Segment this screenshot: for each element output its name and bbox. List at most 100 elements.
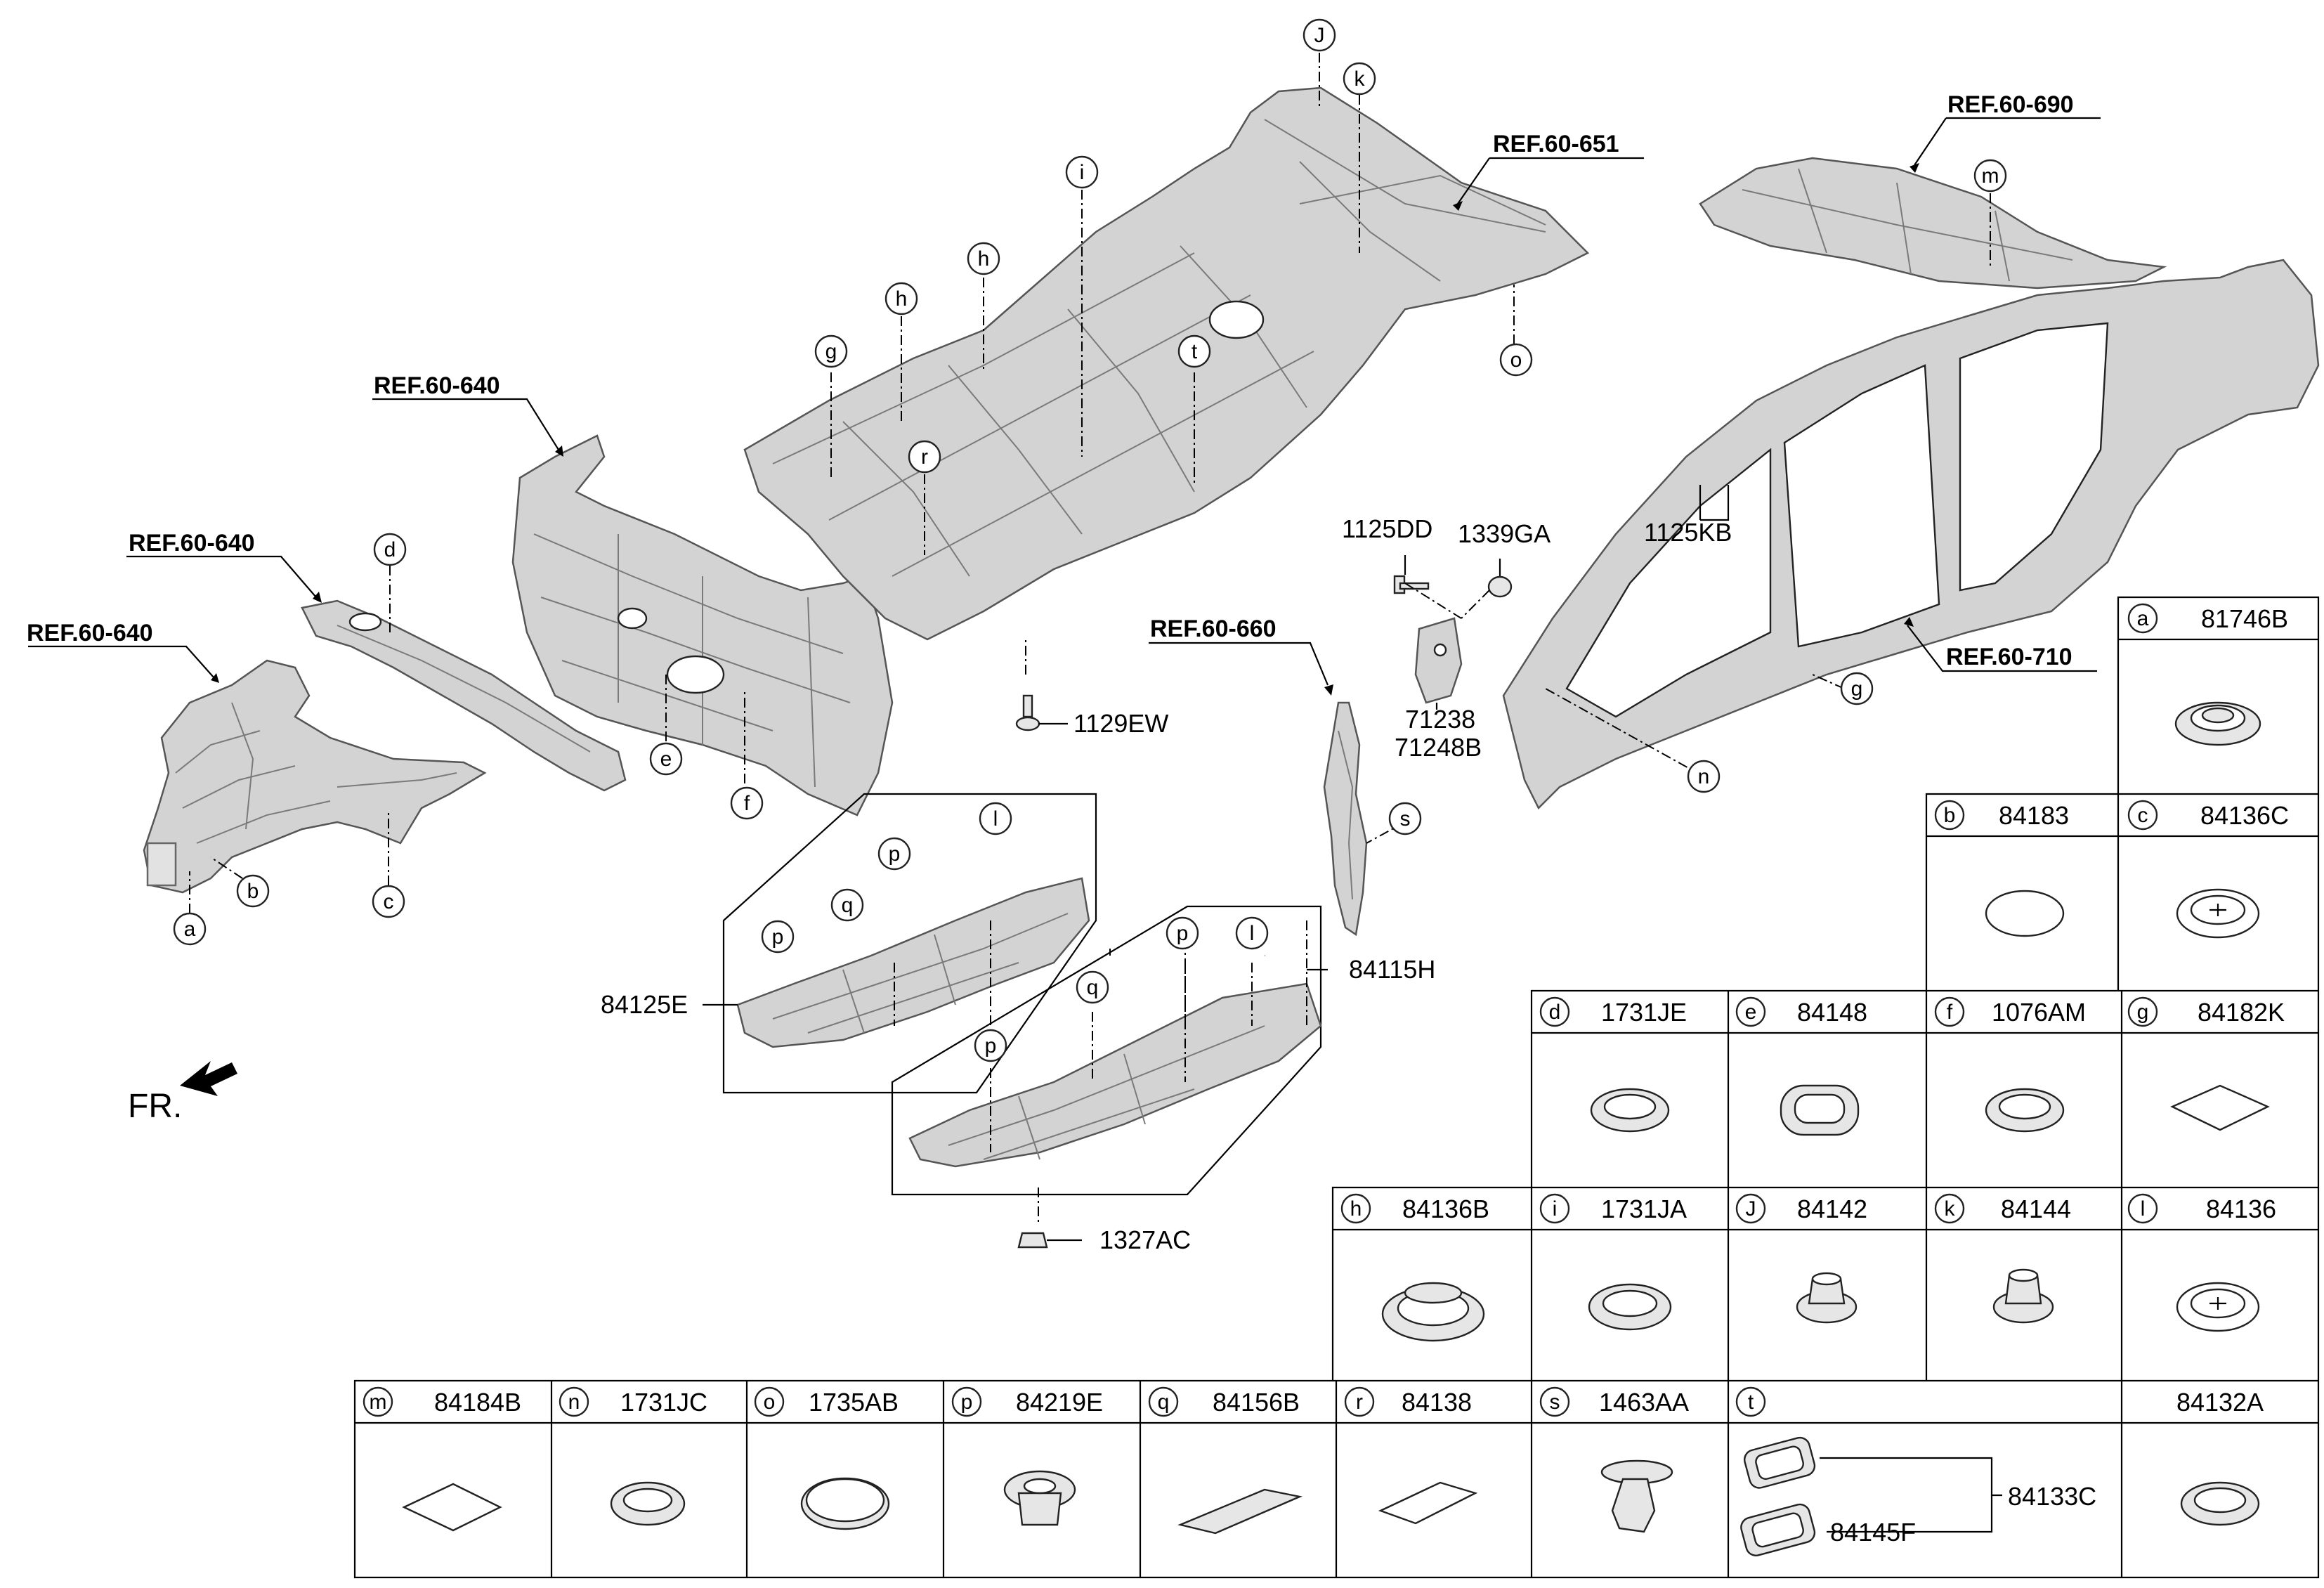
callout-f-text: f — [744, 792, 750, 815]
callout-h-2[interactable]: h — [967, 242, 1000, 275]
legend-f-part: 1076AM — [1992, 998, 2086, 1027]
part-label-71238: 71238 — [1405, 705, 1475, 734]
part-label-84125e: 84125E — [601, 990, 688, 1019]
callout-l-1-text: l — [993, 807, 998, 831]
callout-c-text: c — [384, 890, 394, 913]
callout-p-4[interactable]: p — [974, 1029, 1007, 1062]
callout-p-2-text: p — [772, 925, 784, 949]
legend-l-part: 84136 — [2206, 1195, 2276, 1223]
plug-84133c-icon — [1744, 1436, 1816, 1489]
legend-o-letter: o — [764, 1391, 776, 1414]
rear-floor-panel — [1699, 157, 2167, 289]
plug-84136b-icon — [1381, 1282, 1485, 1342]
callout-i-text: i — [1080, 161, 1085, 184]
legend-t-part: 84132A — [2176, 1388, 2264, 1417]
callout-q-1-text: q — [842, 894, 854, 917]
callout-p-3[interactable]: p — [1166, 916, 1199, 950]
legend-q-letter: q — [1158, 1391, 1170, 1414]
callout-g-floor[interactable]: g — [814, 334, 848, 368]
callout-J[interactable]: J — [1303, 18, 1336, 52]
callout-k[interactable]: k — [1343, 62, 1376, 96]
callout-h-1[interactable]: h — [884, 282, 918, 315]
pad-84184b-icon — [402, 1483, 502, 1532]
plug-84145f-icon — [1740, 1503, 1816, 1556]
callout-dash-lines — [189, 53, 1991, 1223]
legend-g-part: 84182K — [2198, 998, 2285, 1027]
legend-d-part: 1731JE — [1601, 998, 1687, 1027]
pad-84182k-icon — [2170, 1084, 2270, 1131]
ref-label-60-651[interactable]: REF.60-651 — [1493, 131, 1619, 157]
callout-g-side-text: g — [1851, 677, 1863, 701]
callout-n[interactable]: n — [1687, 760, 1721, 793]
legend-i-part: 1731JA — [1601, 1195, 1687, 1223]
callout-s[interactable]: s — [1388, 802, 1422, 835]
legend-f-letter: f — [1947, 1001, 1953, 1024]
callout-k-text: k — [1354, 67, 1366, 91]
bolt-1129ew-shape — [1015, 694, 1040, 731]
callout-a-text: a — [184, 918, 196, 941]
legend-o-part: 1735AB — [809, 1388, 899, 1417]
callout-a[interactable]: a — [173, 912, 207, 946]
legend-headers: a 81746B b 84183 c 84136C d 1731JE e 841… — [363, 603, 2289, 1417]
callout-b[interactable]: b — [236, 874, 270, 908]
legend-r-letter: r — [1356, 1391, 1363, 1414]
legend-l-letter: l — [2141, 1197, 2146, 1221]
callout-p-1-text: p — [889, 842, 901, 866]
legend-d-letter: d — [1549, 1001, 1561, 1024]
callout-t-text: t — [1192, 340, 1198, 363]
front-direction-arrow — [180, 1061, 237, 1096]
ref-label-60-660[interactable]: REF.60-660 — [1150, 616, 1277, 642]
legend-t-sublabels: 84133C 84145F — [1830, 1482, 2096, 1547]
legend-b-letter: b — [1944, 804, 1956, 827]
under-cover-left — [722, 793, 1097, 1094]
plug-84136c-icon — [2176, 888, 2260, 939]
nut-1339ga-shape — [1487, 575, 1513, 598]
callout-e-text: e — [660, 748, 672, 771]
ref-label-60-690[interactable]: REF.60-690 — [1947, 91, 2074, 118]
callout-circles: a b c d e f g h h i J k o m r t l p q p … — [173, 18, 2007, 1062]
callout-h-1-text: h — [896, 287, 908, 311]
callout-t[interactable]: t — [1177, 334, 1211, 368]
callout-g-side[interactable]: g — [1840, 672, 1874, 705]
ref-label-60-640-c[interactable]: REF.60-640 — [374, 372, 500, 399]
legend-n-letter: n — [568, 1391, 580, 1414]
callout-p-2[interactable]: p — [761, 920, 795, 954]
callout-i[interactable]: i — [1065, 155, 1099, 189]
plug-1735ab-icon — [800, 1477, 890, 1530]
ref-label-60-640-b[interactable]: REF.60-640 — [129, 530, 255, 557]
callout-l-2-text: l — [1250, 922, 1255, 945]
callout-b-text: b — [247, 880, 259, 903]
callout-l-2[interactable]: l — [1235, 916, 1269, 950]
pad-84138-icon — [1378, 1481, 1478, 1525]
ref-labels: REF.60-640 REF.60-640 REF.60-640 REF.60-… — [27, 91, 2074, 670]
legend-k-letter: k — [1945, 1197, 1956, 1221]
callout-p-1[interactable]: p — [877, 837, 911, 871]
bolt-1125dd-shape — [1393, 575, 1430, 594]
part-label-71248b: 71248B — [1395, 733, 1482, 762]
bracket-71238 — [1414, 617, 1463, 704]
plug-84132a-icon — [2180, 1481, 2260, 1526]
callout-d[interactable]: d — [373, 533, 407, 566]
callout-r-text: r — [921, 445, 928, 469]
callout-m[interactable]: m — [1973, 159, 2007, 193]
callout-l-1[interactable]: l — [979, 802, 1012, 835]
front-side-member-assembly — [143, 659, 487, 894]
callout-q-1[interactable]: q — [830, 888, 864, 922]
callout-f[interactable]: f — [730, 786, 764, 820]
ref-label-60-710[interactable]: REF.60-710 — [1946, 644, 2072, 670]
callout-c[interactable]: c — [372, 885, 405, 918]
callout-q-2[interactable]: q — [1076, 970, 1109, 1004]
legend-i-letter: i — [1553, 1197, 1558, 1221]
plug-84148-icon — [1780, 1084, 1860, 1136]
center-floor-panel — [743, 86, 1590, 641]
plug-1731je-icon — [1590, 1088, 1670, 1133]
ref-label-60-640-a[interactable]: REF.60-640 — [27, 620, 153, 646]
callout-o[interactable]: o — [1499, 343, 1533, 377]
callout-e[interactable]: e — [649, 742, 683, 776]
nut-1327ac-shape — [1017, 1232, 1048, 1249]
legend-grid — [353, 596, 2320, 1579]
part-label-1339ga: 1339GA — [1458, 519, 1551, 548]
callout-r[interactable]: r — [908, 440, 941, 474]
callout-n-text: n — [1698, 765, 1710, 788]
pad-84156b-icon — [1177, 1488, 1303, 1535]
